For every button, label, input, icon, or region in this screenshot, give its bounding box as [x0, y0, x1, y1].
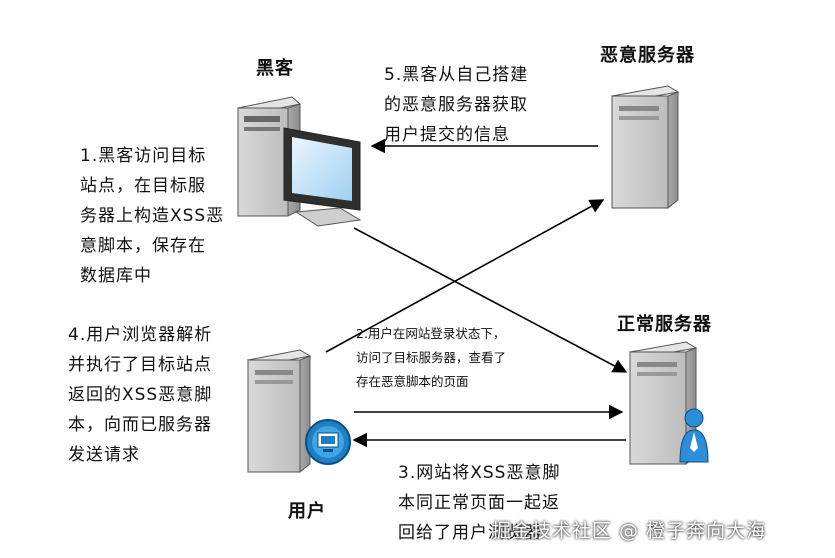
arrow-step1: [353, 227, 628, 373]
normal-server-label: 正常服务器: [617, 314, 712, 335]
malicious-server-label: 恶意服务器: [600, 45, 695, 66]
user-label: 用户: [288, 501, 326, 522]
step5-text: 5.黑客从自己搭建 的恶意服务器获取 用户提交的信息: [384, 65, 529, 145]
globe-icon: [305, 419, 351, 465]
step3-text: 3.网站将XSS恶意脚 本同正常页面一起返 回给了用户浏览器: [398, 463, 561, 543]
user-server-icon: [246, 349, 312, 474]
arrow-step4: [325, 199, 605, 353]
malicious-server-icon: [610, 85, 680, 210]
hacker-label: 黑客: [256, 58, 294, 79]
step2-text: 2.用户在网站登录状态下， 访问了目标服务器，查看了 存在恶意脚本的页面: [356, 326, 507, 389]
step1-text: 1.黑客访问目标 站点，在目标服 务器上构造XSS恶 意脚本，保存在 数据库中: [80, 146, 225, 286]
watermark: 掘金技术社区 @ 橙子奔向大海: [492, 520, 767, 542]
person-icon: [679, 408, 709, 463]
hacker-monitor-icon: [283, 127, 362, 227]
step4-text: 4.用户浏览器解析 并执行了目标站点 返回的XSS恶意脚 本，向而已服务器 发送…: [68, 325, 213, 465]
